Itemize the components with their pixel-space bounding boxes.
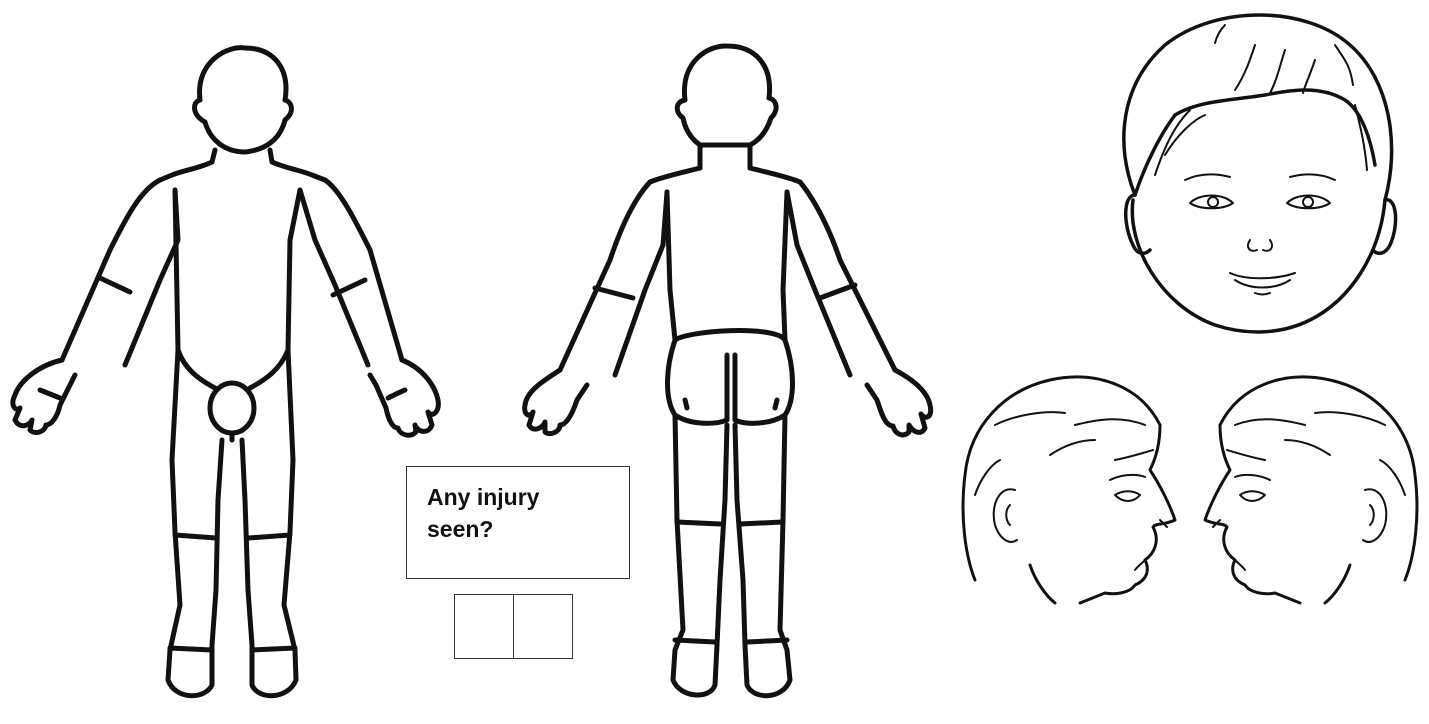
child-head-left-facing-profile-icon [1200,365,1425,610]
face-front-diagram[interactable] [1105,5,1405,340]
injury-question-label: Any injury seen? [427,481,607,545]
child-head-right-facing-profile-icon [955,365,1180,610]
answer-box-2[interactable] [513,595,572,658]
child-body-front-outline-icon [0,40,450,724]
child-body-back-outline-icon [515,40,945,724]
injury-answer-boxes [454,594,573,659]
head-profile-facing-left-diagram[interactable] [1200,365,1425,610]
head-profile-facing-right-diagram[interactable] [955,365,1180,610]
body-front-diagram[interactable] [0,40,450,724]
injury-question-box: Any injury seen? [406,466,630,579]
answer-box-1[interactable] [455,595,513,658]
body-back-diagram[interactable] [515,40,945,724]
child-face-front-icon [1105,5,1405,340]
